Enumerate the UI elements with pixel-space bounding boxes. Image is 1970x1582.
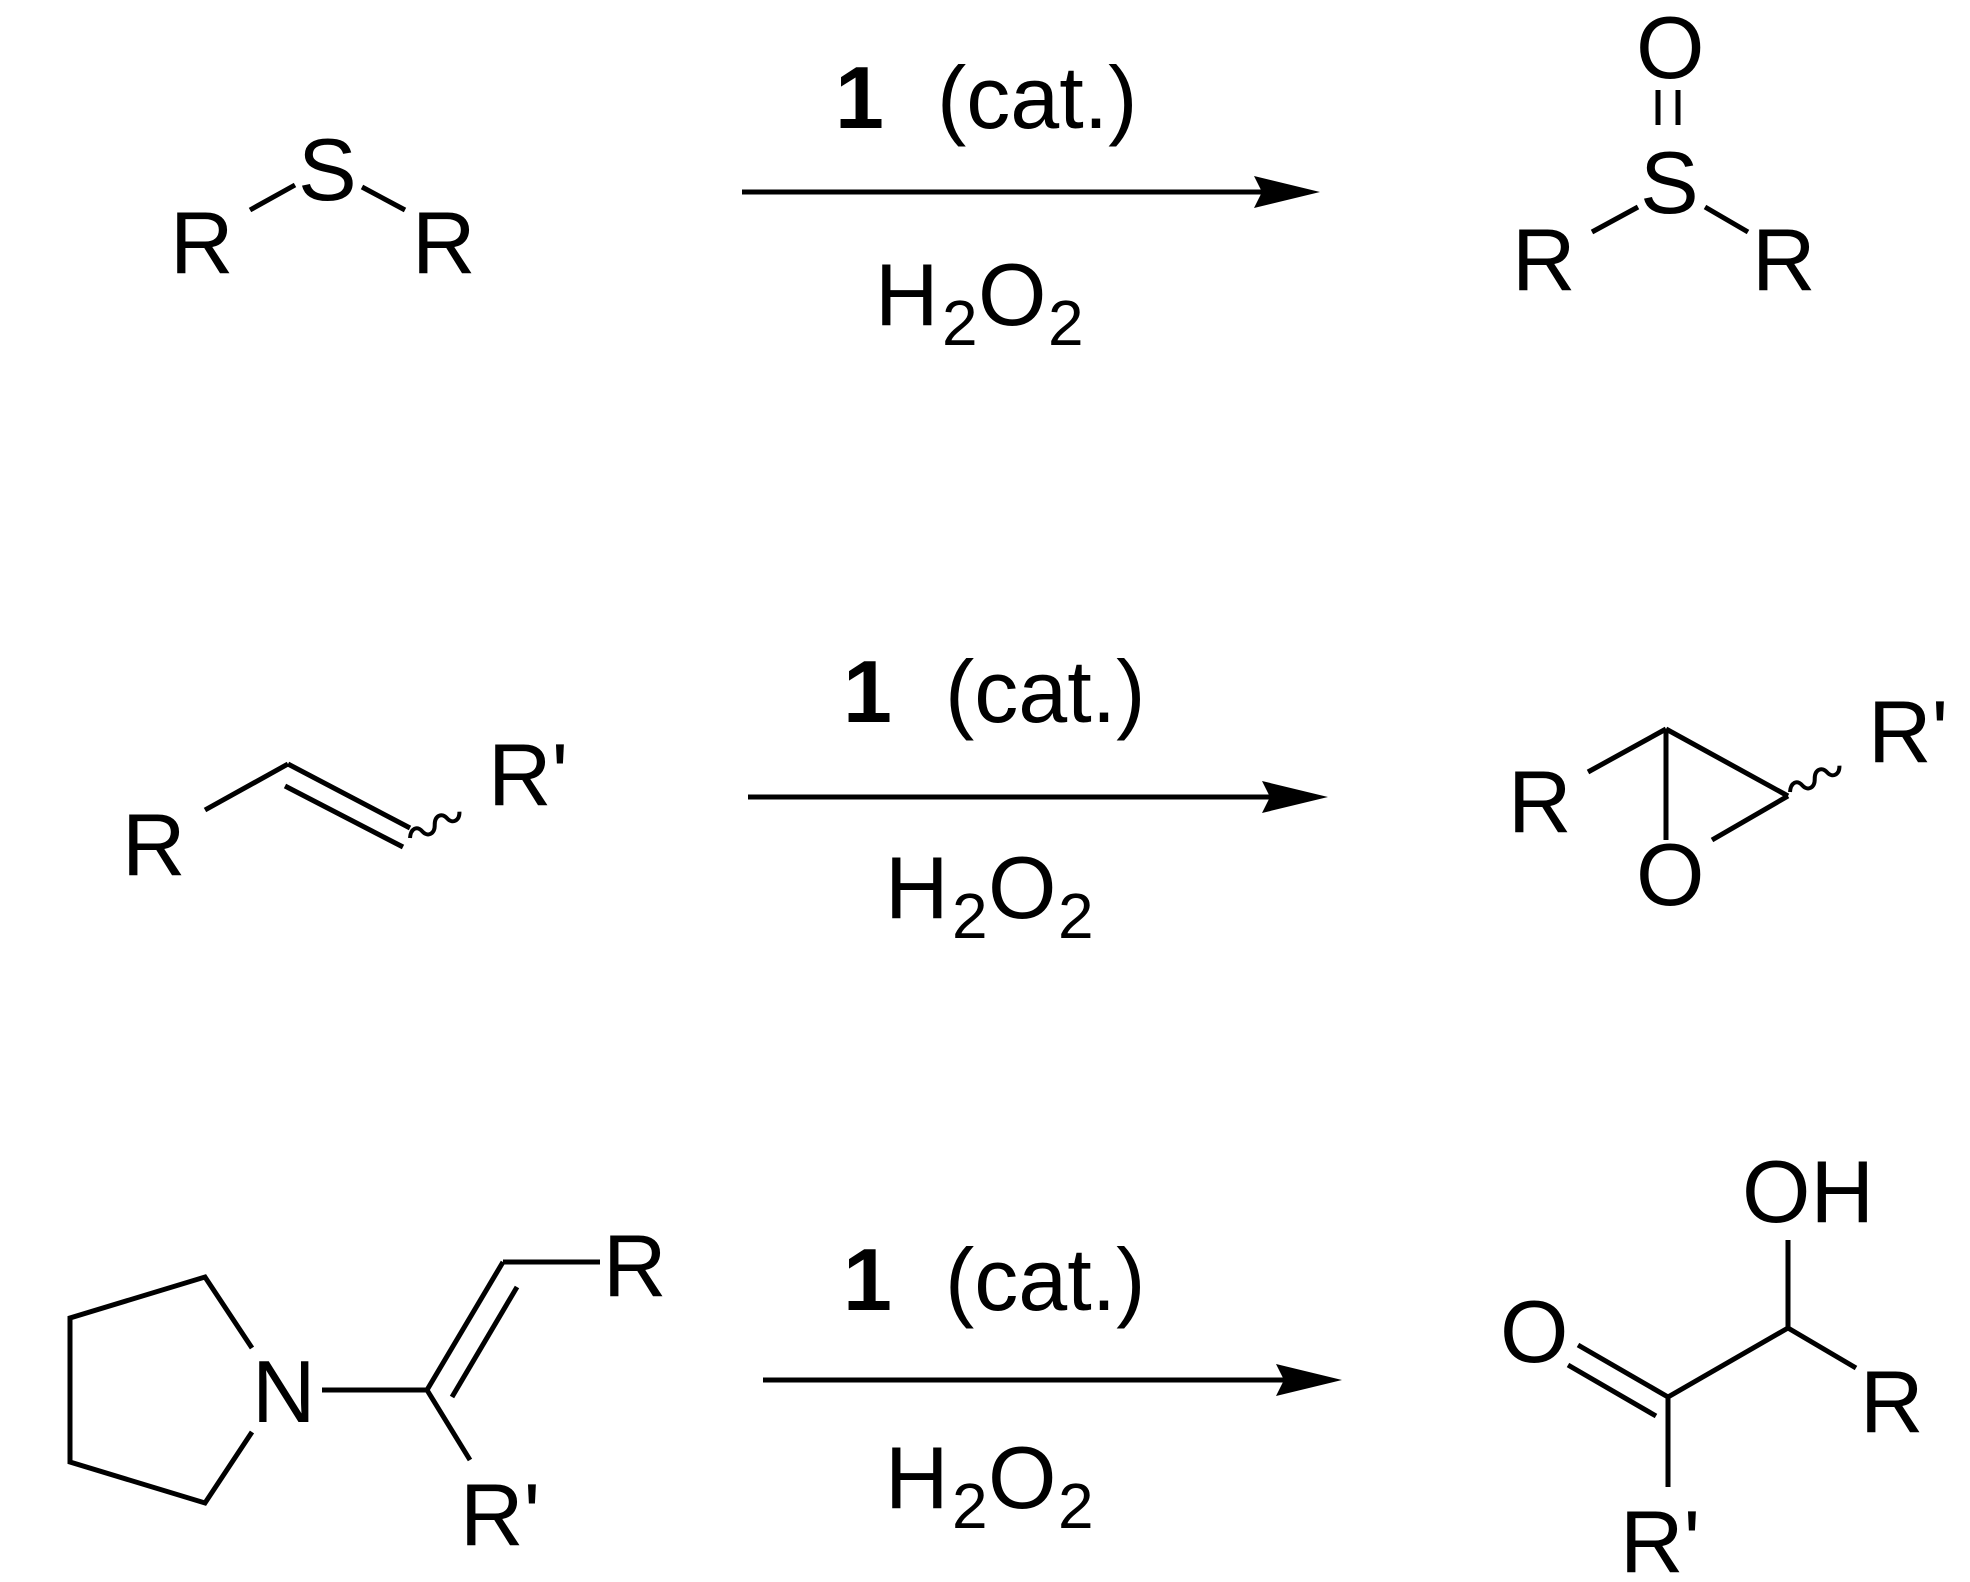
catalyst-number: 1 — [843, 1230, 892, 1329]
bond — [1664, 726, 1790, 799]
bond — [1786, 1325, 1858, 1371]
oxygen-label: O — [1636, 825, 1704, 924]
r-prime-label: R' — [1868, 682, 1948, 781]
reaction-3: N R R' 1 (cat.) H 2 O 2 OH — [67, 1142, 1924, 1582]
r-prime-label: R' — [1620, 1492, 1700, 1582]
reaction-2-conditions: 1 (cat.) H 2 O 2 — [748, 642, 1328, 952]
bond — [1586, 726, 1668, 775]
bond — [424, 1388, 473, 1462]
bond — [1710, 793, 1790, 843]
r-label: R — [1508, 752, 1572, 851]
reaction-2: R R' 1 (cat.) H 2 O 2 R — [122, 642, 1948, 952]
bond — [203, 761, 290, 813]
oxidant-o: O — [978, 245, 1046, 344]
wavy-bond-icon — [408, 811, 462, 839]
double-bond — [283, 783, 405, 850]
double-bond — [1576, 1342, 1670, 1400]
reaction-3-product: OH R O R' — [1500, 1142, 1924, 1582]
oxidant-sub: 2 — [1058, 880, 1094, 952]
double-bond — [424, 1260, 506, 1392]
oxygen-label: O — [1500, 1282, 1568, 1381]
wavy-bond-icon — [1788, 765, 1842, 793]
bond — [1666, 1325, 1790, 1400]
oxidant-sub: 2 — [1048, 287, 1084, 359]
reaction-1: R S R 1 (cat.) H 2 O 2 O S — [170, 0, 1816, 359]
oxidant-o: O — [988, 1428, 1056, 1527]
pyrrolidine-ring — [67, 1274, 255, 1506]
oxidant-label: H 2 O 2 — [885, 838, 1094, 952]
reaction-3-substrate: N R R' — [67, 1216, 667, 1564]
oxidant-h: H — [885, 838, 949, 937]
r-label: R — [1512, 210, 1576, 309]
oxidant-sub: 2 — [942, 287, 978, 359]
double-bond — [1566, 1362, 1658, 1419]
bond — [248, 182, 297, 213]
oxygen-label: O — [1636, 0, 1704, 97]
r-prime-label: R' — [460, 1465, 540, 1564]
r-label: R — [603, 1216, 667, 1315]
nitrogen-label: N — [252, 1342, 316, 1441]
reaction-2-product: R O R' — [1508, 682, 1948, 924]
oxidant-label: H 2 O 2 — [875, 245, 1084, 359]
reaction-2-substrate: R R' — [122, 725, 568, 894]
oxidant-o: O — [988, 838, 1056, 937]
r-label: R — [1752, 210, 1816, 309]
r-prime-label: R' — [488, 725, 568, 824]
oxidant-h: H — [885, 1428, 949, 1527]
oxidant-sub: 2 — [1058, 1470, 1094, 1542]
oxidant-label: H 2 O 2 — [885, 1428, 1094, 1542]
double-bond — [286, 761, 412, 831]
oxidant-sub: 2 — [952, 880, 988, 952]
sulfur-label: S — [298, 120, 357, 219]
r-label: R — [122, 795, 186, 894]
sulfur-label: S — [1640, 133, 1699, 232]
reaction-3-conditions: 1 (cat.) H 2 O 2 — [763, 1230, 1342, 1542]
arrowhead-icon — [1276, 1364, 1342, 1396]
r-label: R — [412, 193, 476, 292]
bond — [1590, 204, 1640, 235]
arrowhead-icon — [1262, 781, 1328, 813]
bond — [360, 184, 407, 213]
catalyst-note: (cat.) — [937, 48, 1137, 147]
catalyst-number: 1 — [843, 642, 892, 741]
r-label: R — [170, 193, 234, 292]
reaction-1-conditions: 1 (cat.) H 2 O 2 — [742, 48, 1320, 359]
catalyst-note: (cat.) — [945, 1230, 1145, 1329]
reaction-1-substrate: R S R — [170, 120, 476, 292]
oxidant-sub: 2 — [952, 1470, 988, 1542]
oxidant-h: H — [875, 245, 939, 344]
bond — [1703, 204, 1750, 235]
arrowhead-icon — [1254, 176, 1320, 208]
catalyst-number: 1 — [835, 48, 884, 147]
r-label: R — [1860, 1352, 1924, 1451]
reaction-1-product: O S R R — [1512, 0, 1816, 309]
catalyst-note: (cat.) — [945, 642, 1145, 741]
double-bond — [449, 1285, 520, 1399]
hydroxyl-label: OH — [1742, 1142, 1874, 1241]
